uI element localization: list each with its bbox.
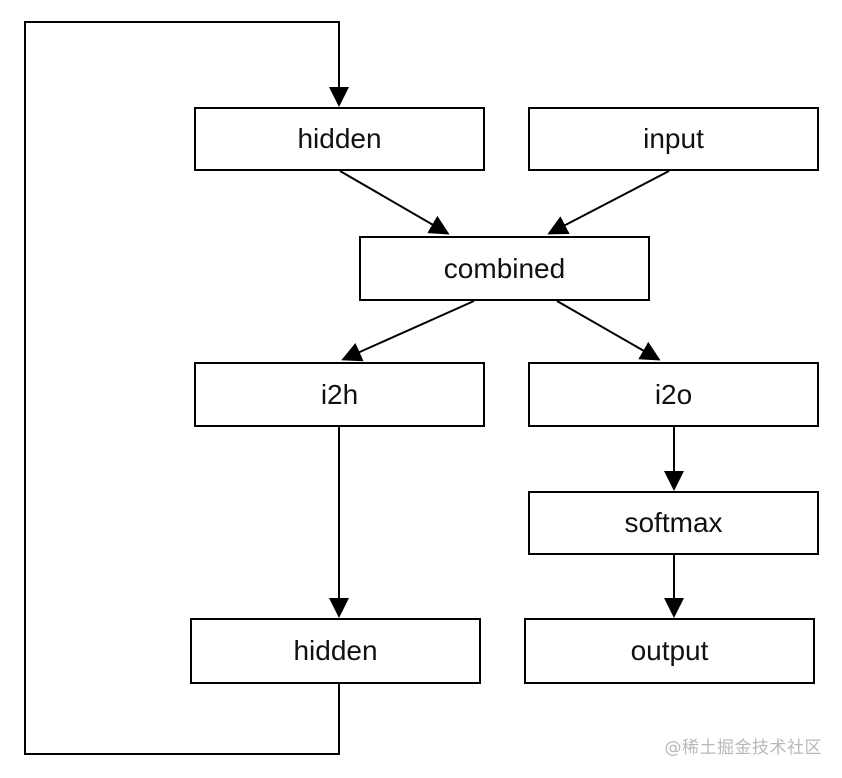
node-input: input [528, 107, 819, 171]
edge-hidden-to-combined [339, 170, 450, 235]
node-softmax: softmax [528, 491, 819, 555]
edge-combined-to-i2h [341, 300, 475, 362]
node-i2h-label: i2h [320, 378, 359, 410]
node-hidden-bottom: hidden [190, 618, 481, 684]
node-hidden-top: hidden [194, 107, 485, 171]
watermark: @稀土掘金技术社区 [664, 738, 822, 758]
node-hidden-bottom-label: hidden [293, 635, 378, 666]
edge-input-to-combined [547, 170, 670, 235]
node-output: output [524, 618, 815, 684]
node-output-label: output [630, 635, 709, 666]
node-input-label: input [643, 123, 704, 154]
edge-combined-to-i2o [556, 300, 661, 361]
node-i2h: i2h [194, 362, 485, 427]
node-combined: combined [359, 236, 650, 301]
node-i2o: i2o [528, 362, 819, 427]
node-softmax-label: softmax [624, 507, 723, 538]
node-hidden-top-label: hidden [297, 123, 382, 154]
node-i2o-label: i2o [654, 378, 693, 410]
node-combined-label: combined [443, 252, 566, 284]
edge-hidden-loop [24, 21, 349, 755]
